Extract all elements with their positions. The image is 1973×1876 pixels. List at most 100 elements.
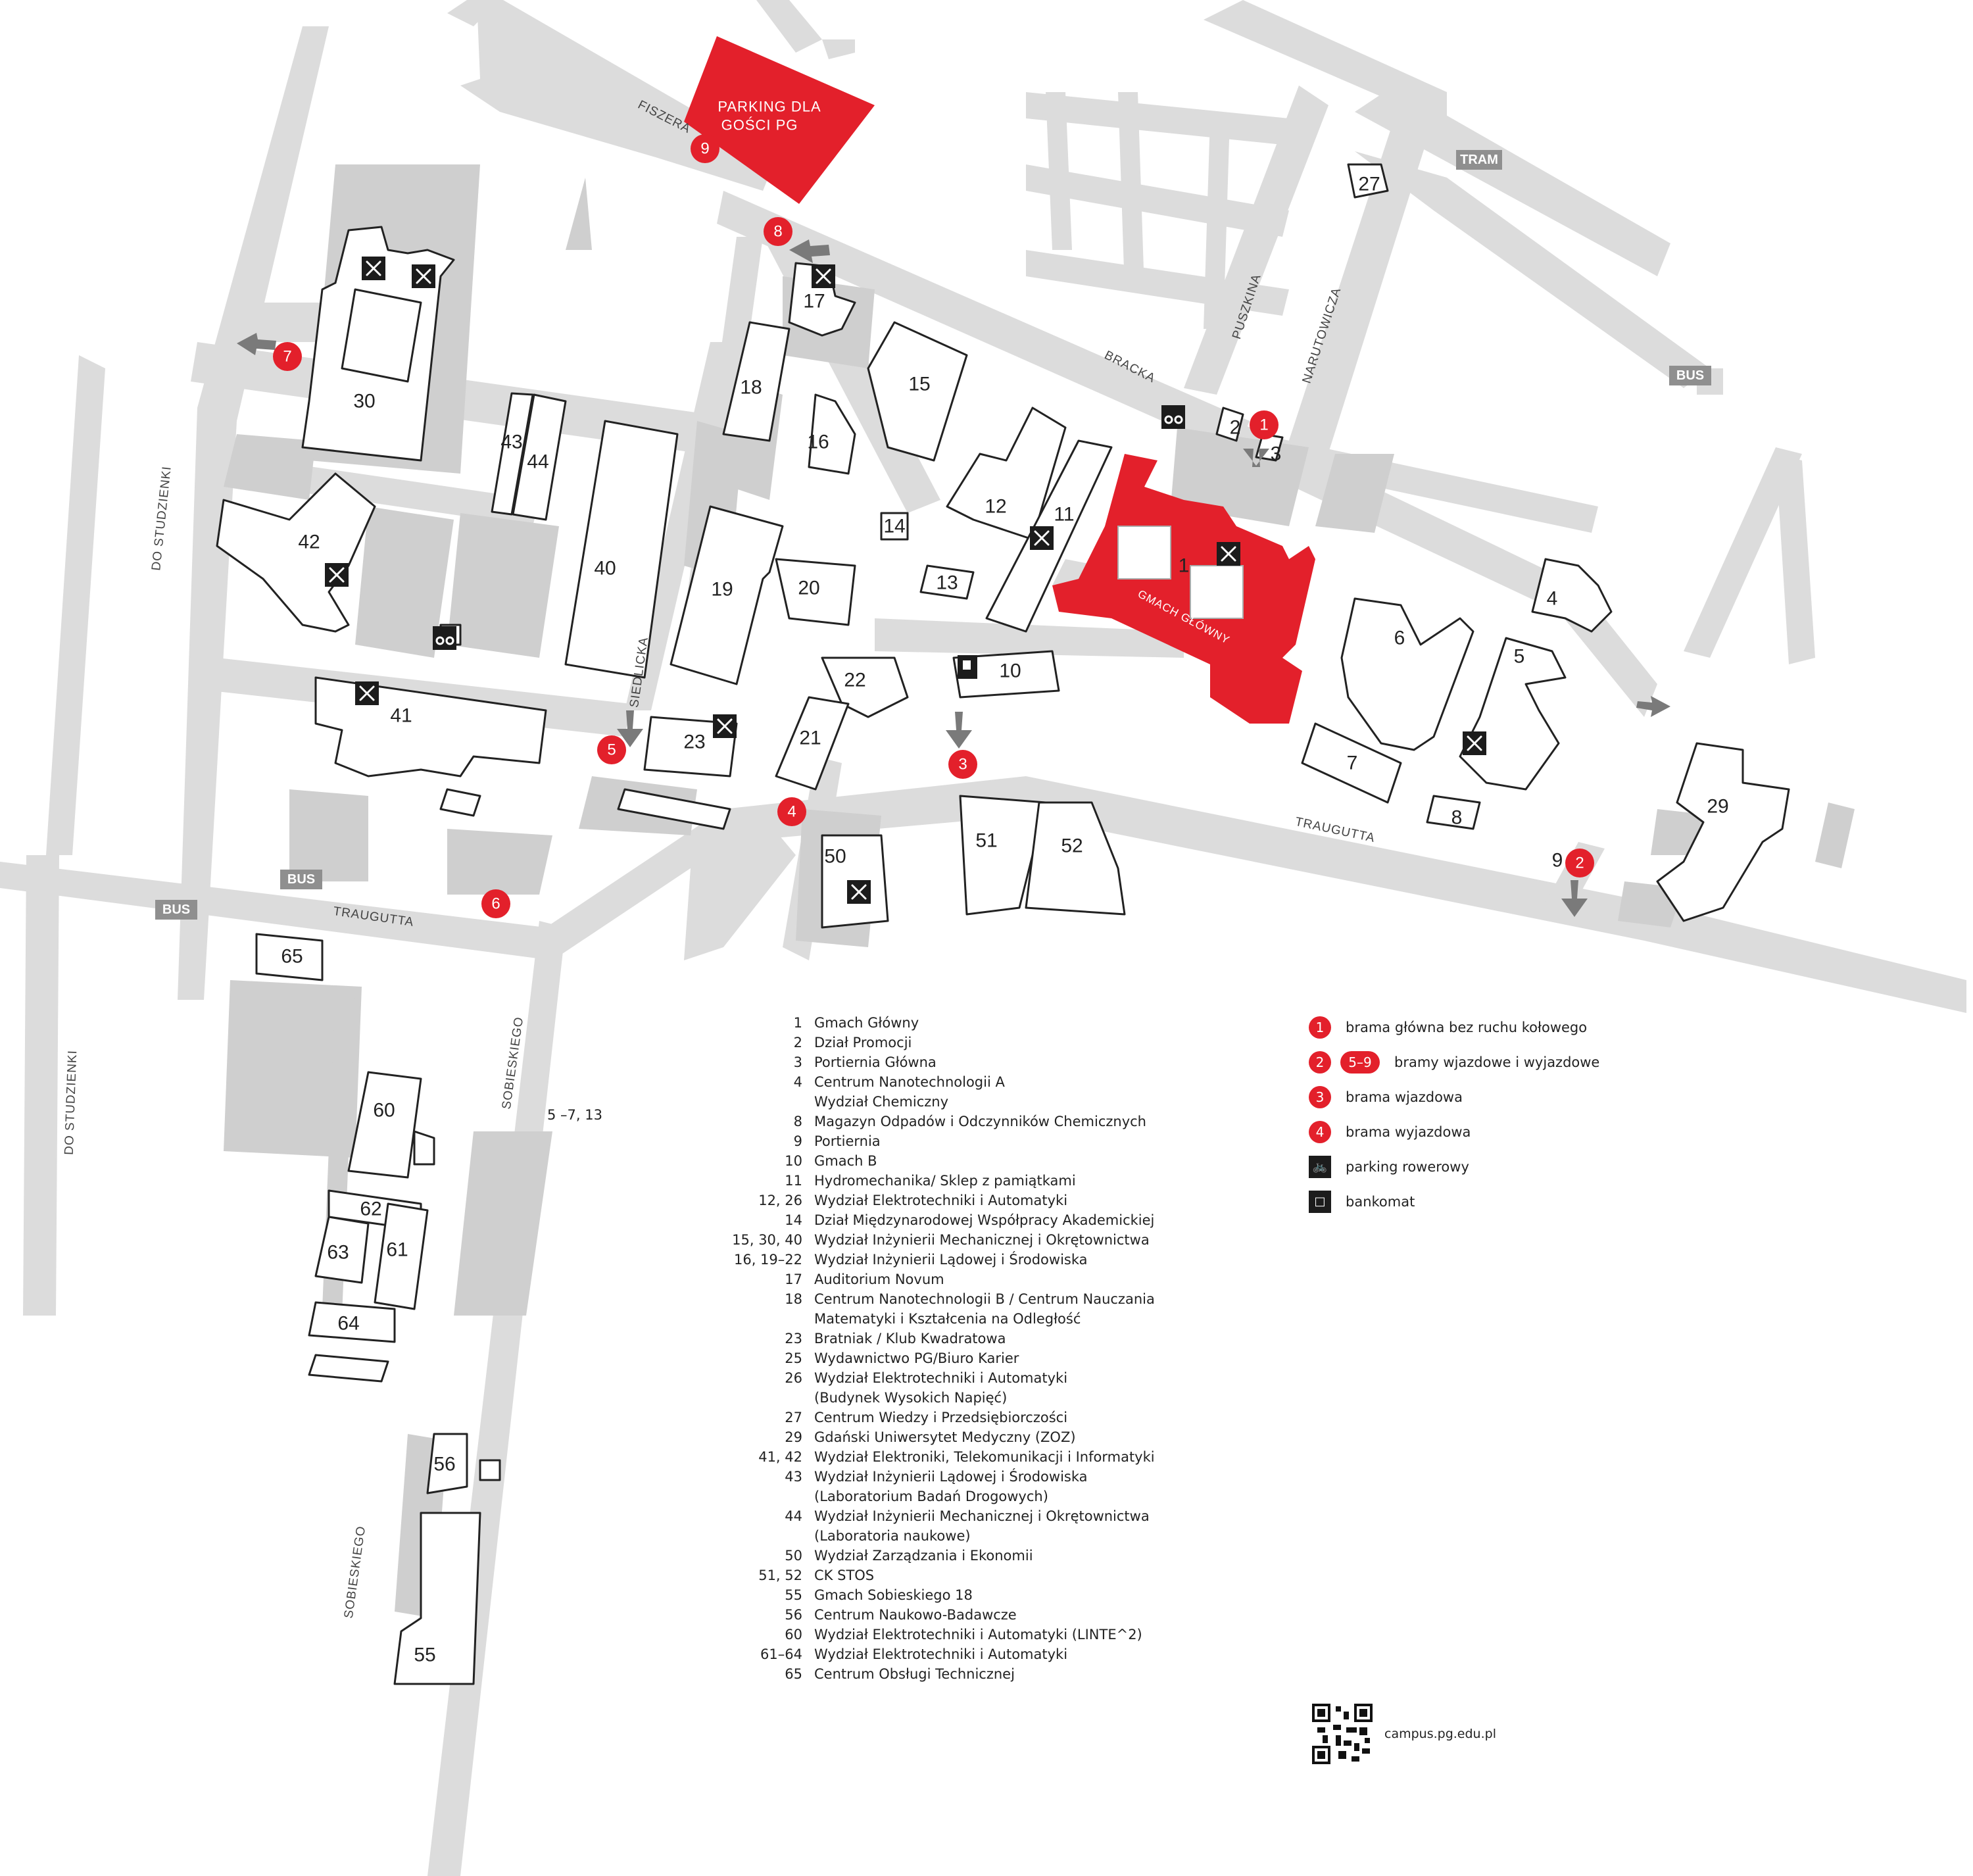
building-21 — [775, 696, 850, 791]
bike-parking-icon — [433, 626, 456, 650]
restaurant-icon — [325, 563, 349, 587]
building-number: 11 — [1054, 504, 1074, 526]
legend-text: Wydział Elektrotechniki i Automatyki — [814, 1193, 1068, 1208]
building-number: 63 — [327, 1242, 349, 1264]
campus-url[interactable]: campus.pg.edu.pl — [1384, 1727, 1496, 1741]
legend-text: (Laboratorium Badań Drogowych) — [814, 1489, 1048, 1504]
qr-code-icon[interactable] — [1312, 1704, 1373, 1764]
guest-parking-area — [684, 36, 875, 204]
building-number: 55 — [414, 1644, 435, 1666]
gate-number: 9 — [700, 140, 709, 158]
legend-row: Wydział Chemiczny — [710, 1092, 1184, 1112]
gate-6 — [481, 889, 510, 918]
building-63 — [314, 1216, 370, 1284]
atm-icon: □ — [1309, 1190, 1331, 1213]
legend-text: Bratniak / Klub Kwadratowa — [814, 1331, 1006, 1346]
building-number: 64 — [337, 1313, 359, 1335]
gate-3 — [948, 750, 977, 779]
building-4 — [1531, 558, 1613, 633]
arrow-icon — [1561, 880, 1588, 917]
legend-number: 11 — [785, 1173, 802, 1189]
gate-number: 4 — [787, 803, 796, 821]
key-label: brama wyjazdowa — [1346, 1123, 1471, 1140]
key-atm: □ bankomat — [1309, 1184, 1703, 1219]
building-43 — [491, 392, 534, 516]
legend-text: Gmach Sobieskiego 18 — [814, 1587, 973, 1603]
restaurant-icon — [847, 880, 871, 904]
key-label: brama wjazdowa — [1346, 1089, 1463, 1105]
legend-text: Wydział Elektroniki, Telekomunikacji i I… — [814, 1449, 1155, 1465]
street-do-studzienki-lower: DO STUDZIENKI — [62, 1050, 80, 1155]
building-44 — [512, 393, 567, 521]
building-number: 21 — [799, 728, 821, 749]
parking-label-line1: PARKING DLA — [718, 99, 821, 115]
gate-arrows — [237, 239, 1670, 917]
legend-text: Gmach Główny — [814, 1015, 919, 1031]
building-19 — [670, 505, 784, 685]
legend-text: (Laboratoria naukowe) — [814, 1528, 971, 1544]
building-number: 18 — [740, 377, 762, 399]
courtyard-left — [1117, 526, 1171, 580]
building-number: 30 — [353, 391, 375, 412]
legend-number — [710, 1487, 814, 1506]
legend-text: Wydział Inżynierii Lądowej i Środowiska — [814, 1469, 1088, 1485]
tram-tag-label: TRAM — [1460, 153, 1498, 167]
building-number: 61 — [386, 1239, 408, 1261]
legend-text: Centrum Naukowo-Badawcze — [814, 1607, 1017, 1623]
building-42 — [216, 472, 376, 633]
building-20 — [775, 558, 856, 626]
key-label: bramy wjazdowe i wyjazdowe — [1394, 1054, 1600, 1070]
legend-number: 65 — [785, 1666, 802, 1682]
bus-tag-mid-label: BUS — [287, 872, 315, 887]
buildings — [216, 163, 1790, 1685]
building-61 — [374, 1202, 429, 1310]
building-number: 20 — [798, 578, 819, 599]
restaurant-icon — [812, 264, 835, 288]
legend-number: 51, 52 — [758, 1567, 802, 1583]
key-gate-badge: 2 — [1309, 1050, 1331, 1074]
building-number: 27 — [1358, 174, 1380, 195]
building-55 — [393, 1512, 481, 1685]
bus-tag-right-label: BUS — [1676, 368, 1704, 383]
legend-text: Wydział Inżynierii Mechanicznej i Okręto… — [814, 1232, 1150, 1248]
legend-text: Dział Międzynarodowej Współpracy Akademi… — [814, 1212, 1155, 1228]
legend-number: 61–64 — [760, 1646, 802, 1662]
gate-number: 3 — [958, 756, 967, 774]
building-number: 60 — [373, 1100, 395, 1122]
street-do-studzienki-upper: DO STUDZIENKI — [149, 465, 174, 571]
building-number: 6 — [1394, 628, 1405, 649]
building-number: 40 — [594, 558, 616, 580]
restaurant-icon — [412, 264, 435, 288]
key-bike-parking: 🚲 parking rowerowy — [1309, 1149, 1703, 1184]
building-number: 56 — [433, 1454, 455, 1475]
legend-row: 11 Hydromechanika/ Sklep z pamiątkami — [710, 1171, 1184, 1191]
key-label: parking rowerowy — [1346, 1158, 1469, 1175]
legend-text: Centrum Nanotechnologii A — [814, 1074, 1005, 1090]
building-number: 50 — [824, 846, 846, 868]
arrow-icon — [1243, 449, 1269, 467]
street-sobieskiego-lower: SOBIESKIEGO — [342, 1525, 369, 1619]
key-label: bankomat — [1346, 1193, 1415, 1210]
legend-text: Hydromechanika/ Sklep z pamiątkami — [814, 1173, 1076, 1189]
legend-number: 14 — [785, 1212, 802, 1228]
legend-number: 50 — [785, 1548, 802, 1564]
legend-number — [710, 1309, 814, 1329]
building-number: 17 — [803, 291, 825, 312]
building-40 — [564, 420, 679, 679]
building-18 — [722, 321, 791, 442]
restaurant-icon — [1217, 542, 1240, 566]
gate-1 — [1250, 410, 1279, 439]
key-label: brama główna bez ruchu kołowego — [1346, 1019, 1588, 1035]
legend-row: (Laboratorium Badań Drogowych) — [710, 1487, 1184, 1506]
